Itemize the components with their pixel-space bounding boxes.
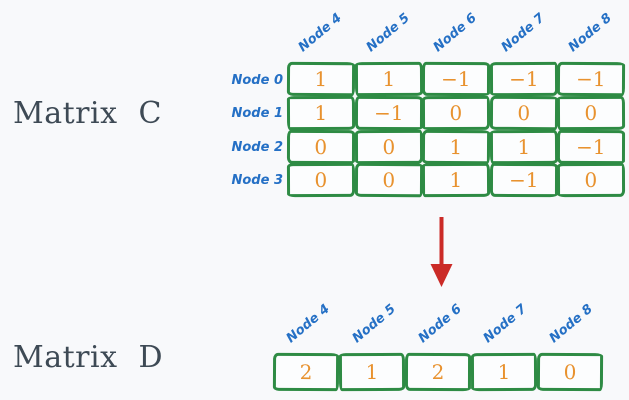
matrix-d-cell: 0 [536,352,604,392]
matrix-c-grid: 1 1 −1 −1 −1 1 −1 0 0 0 0 0 1 1 −1 0 0 1… [286,61,626,198]
matrix-c-cell: −1 [557,61,626,96]
matrix-c-row-label: Node 0 [231,73,283,88]
matrix-c-title: Matrix C [13,96,163,131]
matrix-c-row-label: Node 1 [231,106,283,121]
matrix-c-col-label: Node 5 [363,10,413,56]
matrix-c-col-label: Node 7 [498,10,548,56]
matrix-c-cell: 1 [354,61,423,96]
matrix-c-cell: 1 [286,61,355,96]
matrix-c-cell: 0 [489,95,558,130]
matrix-c-cell: −1 [422,61,490,96]
matrix-c-cell: −1 [557,129,626,164]
matrix-c-cell: 0 [422,95,490,130]
matrix-c-cell: −1 [354,95,423,130]
matrix-c-row-label: Node 2 [231,140,283,155]
matrix-d-col-label: Node 8 [546,301,596,347]
matrix-d-grid: 2 1 2 1 0 [272,352,604,392]
matrix-c-cell: −1 [489,61,558,96]
matrix-c-cell: 1 [422,129,490,164]
matrix-d-title: Matrix D [13,340,164,375]
matrix-c-col-label: Node 4 [295,10,345,56]
matrix-c-cell: 0 [557,95,626,130]
matrix-c-col-label: Node 8 [565,10,615,56]
matrix-d-cell: 2 [404,352,472,392]
matrix-d-cell: 1 [338,352,406,392]
matrix-d-col-label: Node 6 [415,301,465,347]
matrix-c-cell: 1 [489,129,558,164]
matrix-c-row-label: Node 3 [231,173,283,188]
matrix-d-cell: 2 [272,352,340,392]
matrix-d-col-label: Node 5 [349,301,399,347]
matrix-d-col-label: Node 7 [480,301,530,347]
matrix-c-cell: 1 [422,163,490,198]
matrix-c-col-label: Node 6 [430,10,480,56]
matrix-c-cell: 1 [286,95,355,130]
matrix-c-cell: 0 [354,163,423,198]
matrix-c-cell: 0 [286,163,355,198]
matrix-c-cell: 0 [286,129,355,164]
matrix-c-cell: 0 [557,163,626,198]
matrix-c-cell: 0 [354,129,423,164]
matrix-d-cell: 1 [470,352,538,392]
matrix-d-col-label: Node 4 [283,301,333,347]
arrow-down-icon [430,217,453,287]
matrix-c-cell: −1 [489,163,558,198]
